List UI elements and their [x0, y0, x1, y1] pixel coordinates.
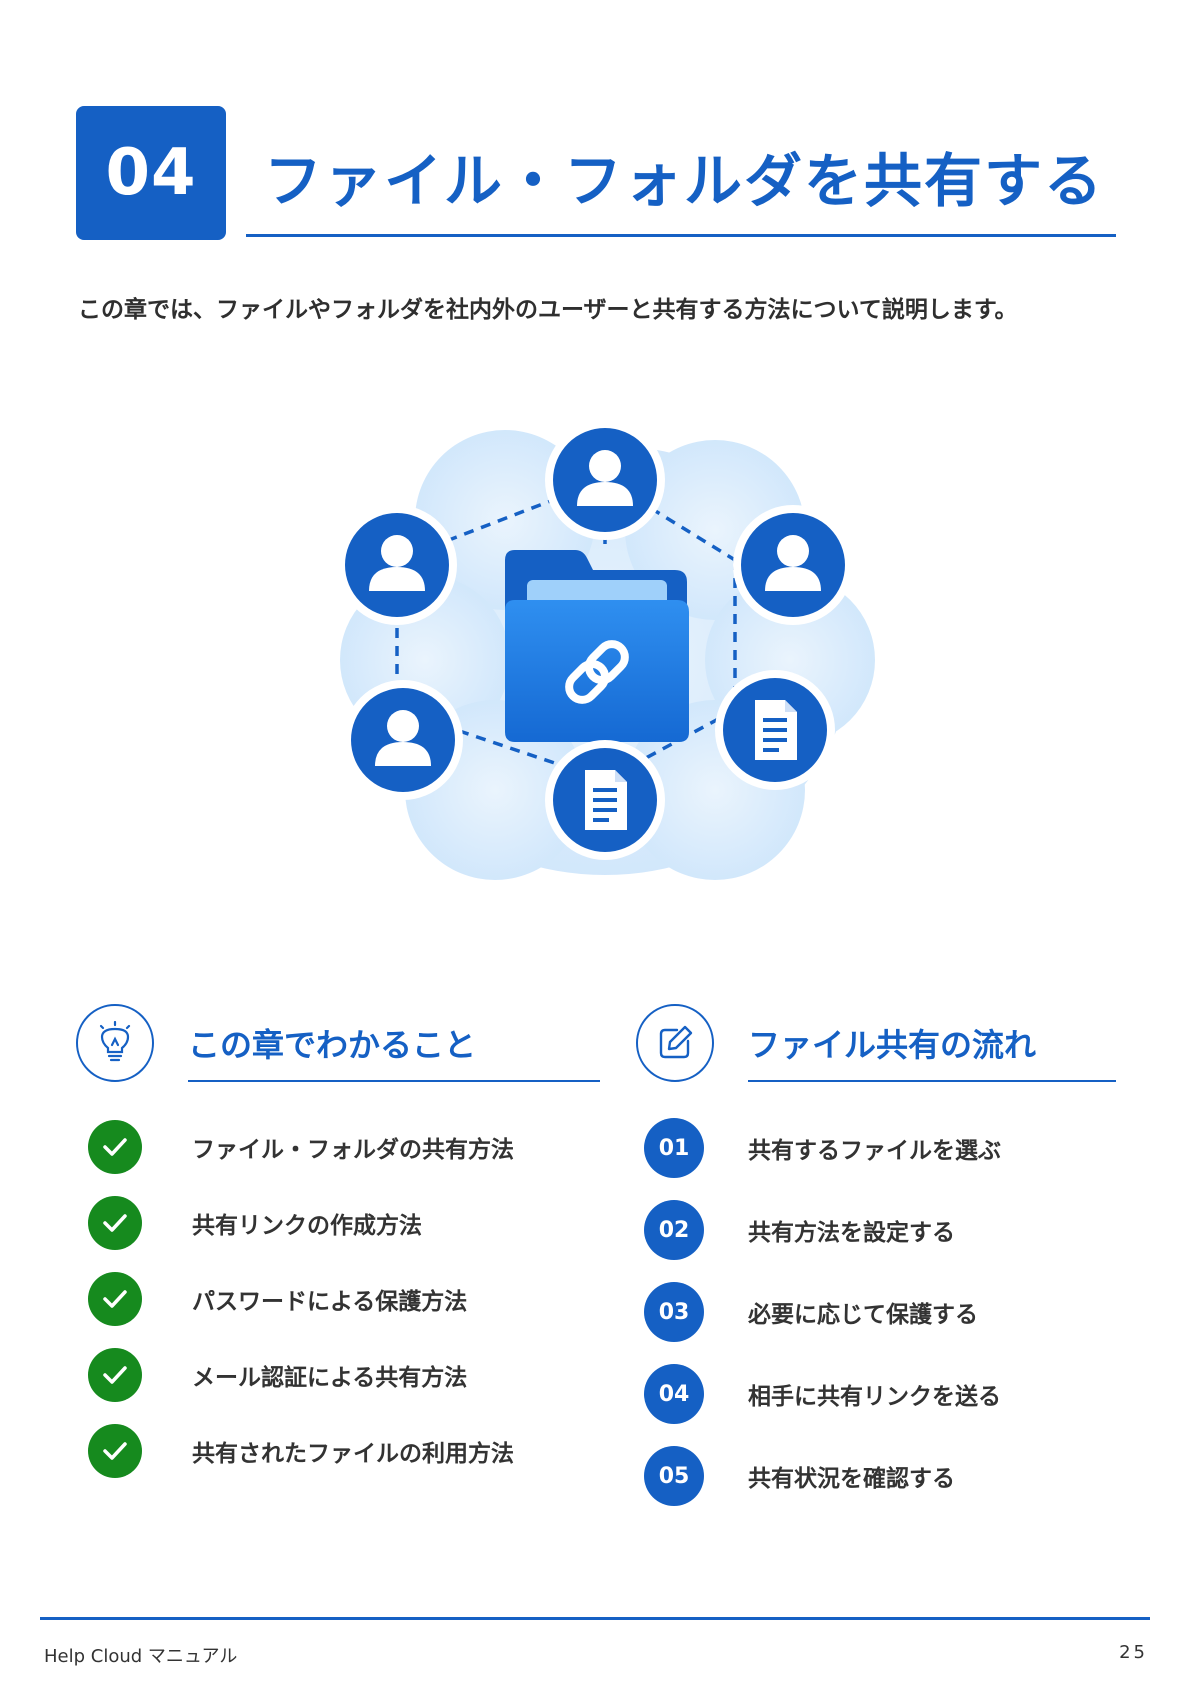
learn-section-title: この章でわかること	[188, 1026, 477, 1064]
list-item: 共有リンクの作成方法	[88, 1196, 422, 1250]
chapter-intro: この章では、ファイルやフォルダを社内外のユーザーと共有する方法について説明します…	[78, 297, 1018, 323]
step-text: 共有するファイルを選ぶ	[748, 1138, 1001, 1164]
document-icon	[545, 740, 665, 860]
step-text: 共有方法を設定する	[748, 1220, 955, 1246]
chapter-number-badge: 04	[76, 106, 226, 240]
learn-item-text: メール認証による共有方法	[192, 1365, 468, 1391]
list-item: メール認証による共有方法	[88, 1348, 467, 1402]
step-number-badge: 05	[644, 1446, 704, 1506]
page-number: 25	[1119, 1642, 1148, 1663]
learn-item-text: 共有リンクの作成方法	[192, 1213, 422, 1239]
folder-link-icon	[505, 550, 689, 742]
learn-section-rule	[188, 1080, 600, 1082]
list-item: 01 共有するファイルを選ぶ	[644, 1118, 1001, 1178]
list-item: 05 共有状況を確認する	[644, 1446, 955, 1506]
checkmark-icon	[88, 1424, 142, 1478]
user-icon	[337, 505, 457, 625]
user-icon	[545, 420, 665, 540]
checkmark-icon	[88, 1348, 142, 1402]
list-item: 共有されたファイルの利用方法	[88, 1424, 514, 1478]
flow-section-rule	[748, 1080, 1116, 1082]
flow-section-title: ファイル共有の流れ	[748, 1026, 1037, 1064]
lightbulb-icon	[76, 1004, 154, 1082]
footer-rule	[40, 1617, 1150, 1620]
step-text: 必要に応じて保護する	[748, 1302, 978, 1328]
edit-icon	[636, 1004, 714, 1082]
checkmark-icon	[88, 1272, 142, 1326]
list-item: 03 必要に応じて保護する	[644, 1282, 978, 1342]
step-number-badge: 02	[644, 1200, 704, 1260]
list-item: 02 共有方法を設定する	[644, 1200, 955, 1260]
sharing-illustration	[337, 420, 875, 880]
chapter-title: ファイル・フォルダを共有する	[264, 147, 1105, 215]
step-number-badge: 03	[644, 1282, 704, 1342]
list-item: 04 相手に共有リンクを送る	[644, 1364, 1001, 1424]
learn-item-text: ファイル・フォルダの共有方法	[192, 1137, 514, 1163]
checkmark-icon	[88, 1120, 142, 1174]
step-text: 共有状況を確認する	[748, 1466, 955, 1492]
step-number-badge: 04	[644, 1364, 704, 1424]
user-icon	[733, 505, 853, 625]
document-icon	[715, 670, 835, 790]
user-icon	[343, 680, 463, 800]
checkmark-icon	[88, 1196, 142, 1250]
footer-manual-name: Help Cloud マニュアル	[44, 1646, 238, 1667]
learn-item-text: パスワードによる保護方法	[192, 1289, 468, 1315]
title-underline	[246, 234, 1116, 237]
list-item: パスワードによる保護方法	[88, 1272, 467, 1326]
step-text: 相手に共有リンクを送る	[748, 1384, 1001, 1410]
learn-item-text: 共有されたファイルの利用方法	[192, 1441, 514, 1467]
list-item: ファイル・フォルダの共有方法	[88, 1120, 514, 1174]
step-number-badge: 01	[644, 1118, 704, 1178]
